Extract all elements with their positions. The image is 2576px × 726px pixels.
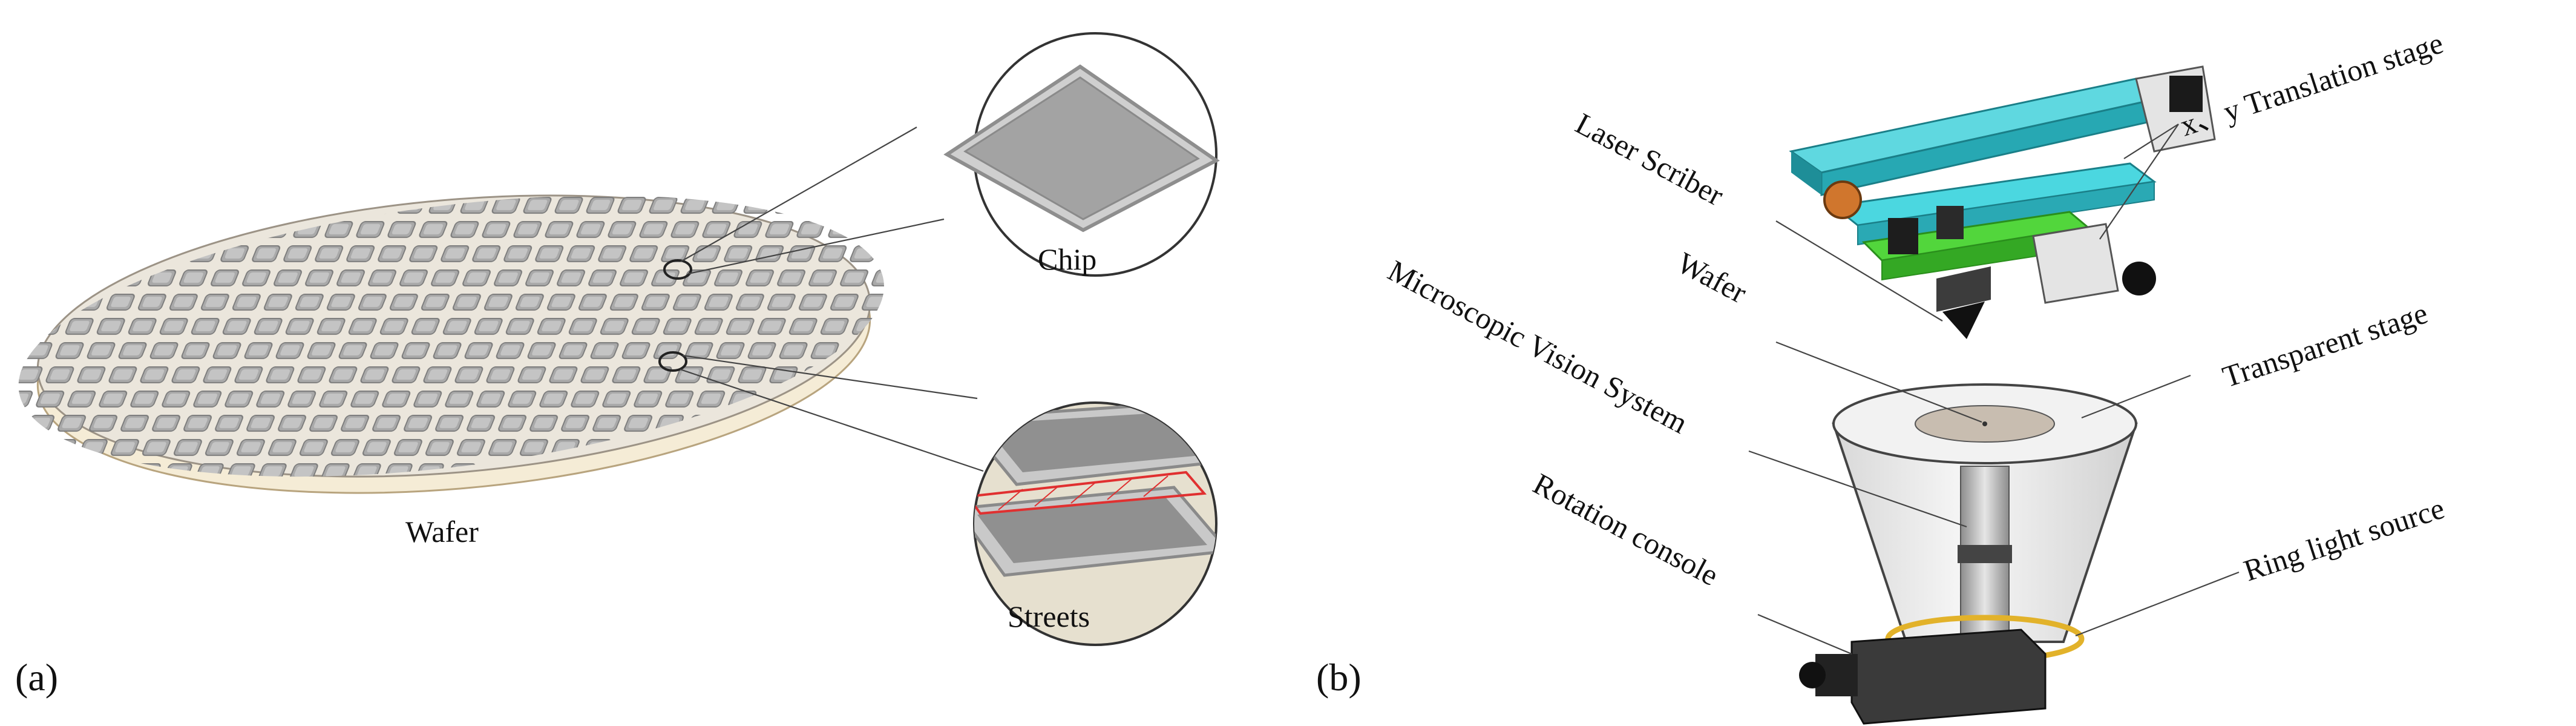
- xy-stage-label: x、y Translation stage: [2176, 25, 2447, 142]
- microscope-focus-ring: [1958, 545, 2012, 563]
- wafer-b-label: Wafer: [1672, 245, 1752, 309]
- x-motor-face: [2169, 76, 2203, 112]
- console-knob: [1799, 662, 1826, 688]
- vision-housing: [1832, 383, 2138, 663]
- chip-leader-line-2: [688, 218, 945, 275]
- microscopic-vision-label: Microscopic Vision System: [1383, 253, 1693, 440]
- transparent-stage-leader: [2081, 374, 2191, 419]
- stage-top-rail-end: [1791, 151, 1821, 195]
- lower-chip-top: [977, 497, 1207, 563]
- chip-label: Chip: [1038, 242, 1096, 276]
- streets-label: Streets: [1008, 599, 1090, 633]
- panel-b: x、y Translation stage Laser Scriber Wafe…: [1316, 25, 2448, 725]
- wafer-label: Wafer: [405, 515, 479, 549]
- stage-block-1: [1888, 218, 1918, 254]
- streets-leader-line-2: [680, 368, 984, 472]
- chip-callout: [943, 32, 1220, 277]
- panel-b-label: (b): [1316, 656, 1362, 699]
- wafer-center-dot: [1982, 421, 1987, 426]
- laser-nozzle: [1942, 302, 1985, 339]
- rotation-console-label: Rotation console: [1528, 466, 1724, 592]
- rotation-console: [1799, 629, 2047, 725]
- chip-detail-marker: [663, 259, 692, 280]
- street-highlight: [974, 470, 1207, 515]
- stage-block-2: [1936, 206, 1964, 239]
- streets-leader-line-1: [682, 354, 978, 400]
- chip-inner: [963, 76, 1200, 220]
- upper-chip-top: [983, 412, 1213, 472]
- stage-knob: [1823, 180, 1862, 219]
- ring-light-leader: [2075, 571, 2240, 637]
- wafer-illustration: [0, 182, 925, 497]
- laser-scriber-leader: [1775, 220, 1943, 322]
- transparent-stage-label: Transparent stage: [2218, 295, 2431, 394]
- streets-callout: [973, 401, 1218, 646]
- laser-scriber-label: Laser Scriber: [1570, 106, 1729, 212]
- y-motor: [2032, 223, 2119, 304]
- rotation-console-leader: [1757, 613, 1852, 655]
- panel-a: Wafer Chip Streets (a): [0, 32, 1220, 699]
- xy-stage-leader-1: [2123, 124, 2179, 159]
- chip-array: [0, 182, 925, 497]
- streets-detail-marker: [658, 351, 687, 372]
- y-motor-shaft: [2122, 262, 2156, 295]
- vision-system-leader: [1748, 450, 1967, 528]
- console-base: [1850, 629, 2047, 725]
- stage-mid-plate-side: [1857, 180, 2155, 246]
- chip-leader-line-1: [680, 127, 917, 262]
- xy-translation-stage: [1789, 65, 2216, 339]
- xy-stage-leader-2: [2099, 124, 2179, 240]
- ring-light-label: Ring light source: [2240, 491, 2448, 588]
- laser-head-body: [1936, 266, 1991, 312]
- wafer-leader: [1775, 341, 1982, 423]
- panel-a-label: (a): [15, 656, 58, 699]
